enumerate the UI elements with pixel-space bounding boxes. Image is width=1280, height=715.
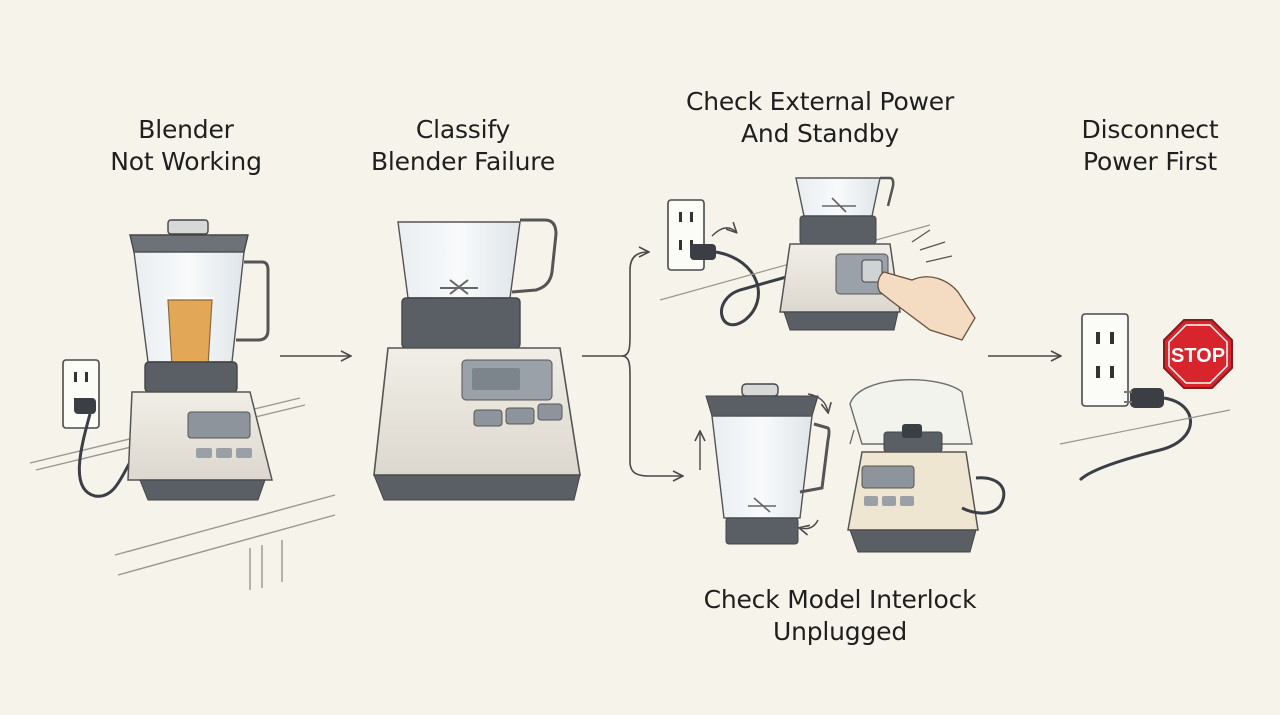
step-external-power-label: Check External Power And Standby — [660, 86, 980, 150]
step-label-line-2: Power First — [1083, 147, 1217, 176]
blender-jar-removed-icon — [700, 383, 829, 545]
step-label-line-2: And Standby — [741, 119, 899, 148]
blender-broken-icon — [127, 219, 273, 501]
hand-press-icon — [877, 229, 976, 341]
wall-outlet-icon — [62, 359, 100, 429]
blender-classify-icon — [373, 218, 581, 501]
stop-sign-text: STOP — [1171, 345, 1225, 367]
blender-base-open-icon — [847, 379, 1006, 553]
step-label-line-1: Classify — [415, 115, 511, 144]
step-interlock-label: Check Model Interlock Unplugged — [660, 584, 1020, 648]
step-label-line-1: Blender — [138, 115, 234, 144]
stop-sign-icon: STOP — [1163, 319, 1233, 389]
step-label-line-2: Blender Failure — [370, 147, 556, 176]
power-cord-icon — [74, 398, 141, 498]
step-label-line-2: Not Working — [110, 147, 262, 176]
branch-connector — [582, 252, 682, 476]
step-label-line-1: Check External Power — [685, 87, 955, 116]
blender-standby-icon — [779, 176, 901, 331]
step-label-line-1: Disconnect — [1081, 115, 1219, 144]
step-not-working-label: Blender Not Working — [86, 114, 286, 178]
step-label-line-2: Unplugged — [773, 617, 907, 646]
unplugged-outlet-icon — [1059, 313, 1231, 482]
step-disconnect-label: Disconnect Power First — [1040, 114, 1260, 178]
step-classify-label: Classify Blender Failure — [348, 114, 578, 178]
step-label-line-1: Check Model Interlock — [703, 585, 977, 614]
